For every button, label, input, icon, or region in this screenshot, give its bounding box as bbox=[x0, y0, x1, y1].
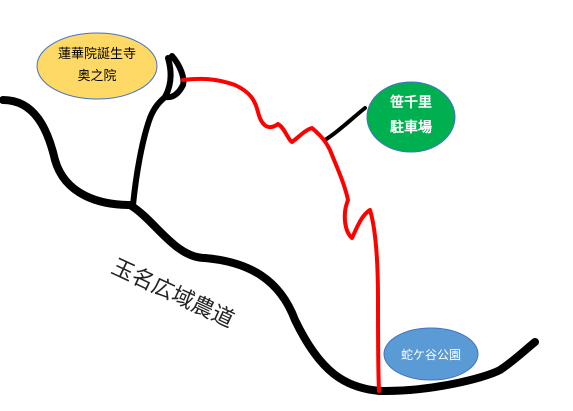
jagatani-name: 蛇ケ谷公園 bbox=[401, 347, 461, 362]
jagatani-ellipse bbox=[383, 327, 479, 381]
main-road-line bbox=[0, 96, 539, 396]
place-marker-jagatani-park[interactable]: 蛇ケ谷公園 bbox=[383, 327, 479, 381]
walking-trail-line bbox=[181, 76, 381, 393]
road-label: 玉名広域農道 bbox=[107, 255, 237, 333]
place-marker-okunoin[interactable]: 蓮華院誕生寺 奥之院 bbox=[36, 32, 158, 100]
sasasenri-name-line1: 笹千里 bbox=[389, 94, 432, 111]
sasasenri-ellipse bbox=[366, 81, 456, 153]
sasasenri-name-line2: 駐車場 bbox=[390, 119, 432, 136]
okunoin-name-line1: 蓮華院誕生寺 bbox=[58, 47, 136, 62]
place-marker-sasasenri-parking[interactable]: 笹千里 駐車場 bbox=[366, 81, 456, 153]
branch-road-sasasenri bbox=[323, 106, 367, 142]
okunoin-name-line2: 奥之院 bbox=[77, 69, 116, 84]
branch-road-okunoin bbox=[130, 53, 187, 208]
okunoin-ellipse bbox=[36, 32, 158, 100]
